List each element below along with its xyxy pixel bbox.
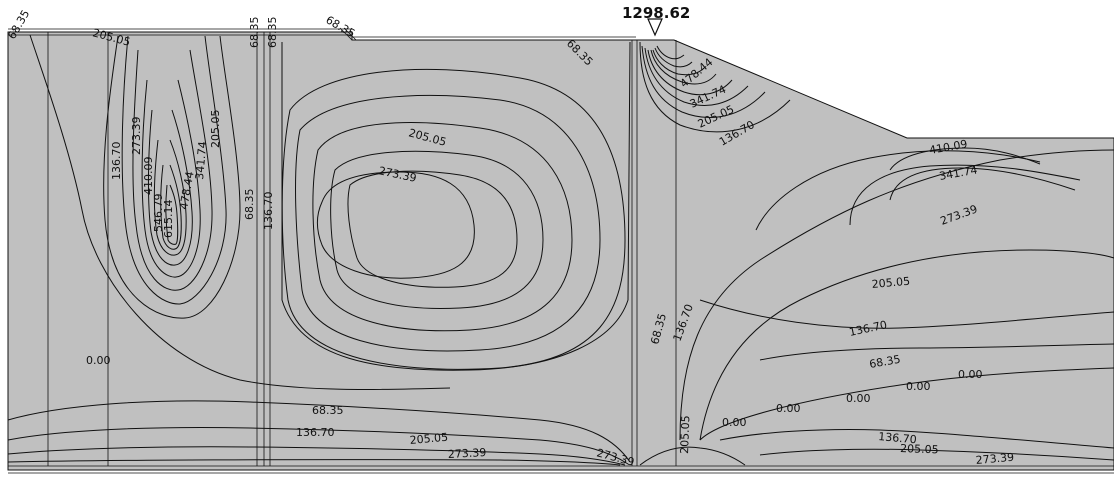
contour-label: 410.09 [142,157,155,196]
contour-label: 0.00 [776,402,801,415]
top-plates [8,27,1114,474]
vertical-lines [47,32,677,466]
contour-label: 68.35 [266,17,279,49]
domain-region [7,31,1114,471]
contour-label: 136.70 [878,430,917,446]
contour-label: 0.00 [846,392,871,405]
contour-label: 205.05 [209,110,222,149]
contour-label: 0.00 [906,380,931,393]
corner-contours [639,41,791,133]
contour-label: 273.39 [130,117,143,156]
max-value-label: 1298.62 [622,4,690,22]
contour-label: 68.35 [868,353,901,371]
contour-label: 136.70 [262,192,275,231]
contour-label: 546.79 [152,194,165,233]
contour-label: 68.35 [243,189,256,221]
contour-label: 273.39 [975,451,1014,467]
contour-label: 615.14 [162,200,175,239]
max-value-marker-icon [647,18,663,37]
contour-label: 273.39 [447,446,486,461]
contour-label: 205.05 [409,431,448,447]
contour-label: 68.35 [248,17,261,49]
contour-label: 0.00 [86,354,111,367]
contour-label: 205.05 [900,442,939,456]
contour-label: 205.05 [871,275,910,291]
bottom-contours [7,400,746,466]
contour-label: 205.05 [678,415,692,454]
contour-label: 136.70 [110,142,123,181]
contour-label: 68.35 [312,404,344,417]
contour-label: 136.70 [296,426,335,439]
contour-label: 341.74 [193,141,209,180]
left-lobe-contours [29,34,451,391]
contour-label: 0.00 [722,416,747,429]
middle-lobe-contours [281,41,631,371]
contour-label: 0.00 [958,368,983,381]
right-region-contours [679,147,1114,461]
